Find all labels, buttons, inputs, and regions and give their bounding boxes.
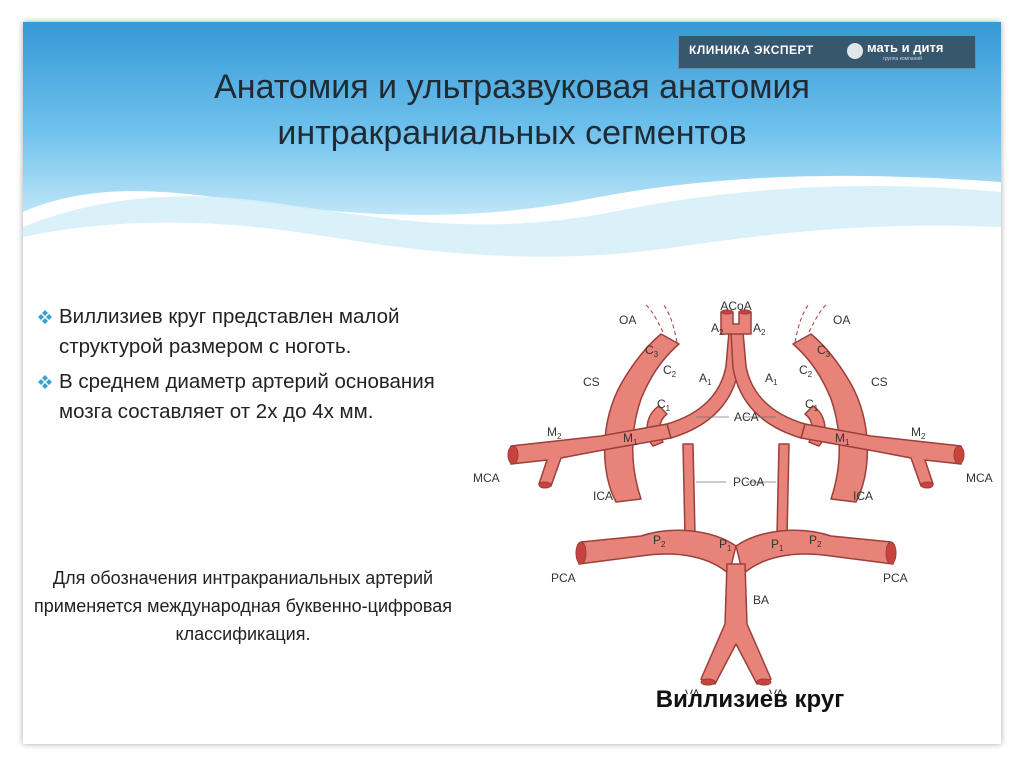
svg-text:P2: P2 [809,533,822,549]
logo-clinic-expert-text: КЛИНИКА ЭКСПЕРТ [689,43,814,57]
svg-text:M2: M2 [911,425,926,441]
oa-dashes [644,303,828,343]
svg-text:A1: A1 [765,371,778,387]
label-a2-right: A2 [753,321,766,337]
svg-text:C1: C1 [805,397,819,413]
header-background [23,22,1001,267]
clinic-logo: КЛИНИКА ЭКСПЕРТ мать и дитя группа компа… [678,35,976,69]
bullet-item: В среднем диаметр артерий основания мозг… [37,367,457,427]
label-lines [696,416,776,483]
label-p1-left: P1 [719,537,732,553]
label-m1-left: M1 [623,431,638,447]
label-c1-right: C1 [805,397,819,413]
diagram-caption: Виллизиев круг [655,686,845,713]
label-cs-left: CS [583,375,600,389]
label-c3-left: C3 [645,343,659,359]
vessel-openings [507,309,965,686]
label-va-right: VA [769,687,784,694]
logo-subtext: группа компаний [883,56,922,62]
label-m2-left: M2 [547,425,562,441]
label-c1-left: C1 [657,397,671,413]
label-mca-right: MCA [966,471,993,485]
circle-of-willis-diagram: ACoA OA OA CS CS MCA MCA ICA ICA ACA PCo… [473,299,993,694]
svg-text:C3: C3 [817,343,831,359]
left-a1-aca [666,331,742,439]
logo-flower-icon [847,43,863,59]
bullet-text: В среднем диаметр артерий основания мозг… [59,370,435,423]
vessels [510,311,962,685]
svg-text:A2: A2 [753,321,766,337]
label-acoa: ACoA [720,299,751,313]
label-p1-right: P1 [771,537,784,553]
label-p2-left: P2 [653,533,666,549]
label-p2-right: P2 [809,533,822,549]
label-mca-left: MCA [473,471,500,485]
label-oa-left: OA [619,313,636,327]
svg-text:C1: C1 [657,397,671,413]
label-oa-right: OA [833,313,850,327]
left-pcoa [682,443,696,537]
label-ica-right: ICA [853,489,873,503]
svg-text:P1: P1 [771,537,784,553]
label-a1-left: A1 [699,371,712,387]
diagram-labels: ACoA OA OA CS CS MCA MCA ICA ICA ACA PCo… [473,299,993,694]
label-pca-right: PCA [883,571,908,585]
bullet-item: Виллизиев круг представлен малой структу… [37,302,457,362]
bullet-list: Виллизиев круг представлен малой структу… [37,302,457,432]
svg-text:A1: A1 [699,371,712,387]
left-mca [510,423,672,487]
right-pcoa [776,443,790,537]
label-m2-right: M2 [911,425,926,441]
bullet-text: Виллизиев круг представлен малой структу… [59,305,400,358]
svg-text:M2: M2 [547,425,562,441]
label-c2-right: C2 [799,363,813,379]
label-va-left: VA [685,687,700,694]
svg-text:M1: M1 [623,431,638,447]
label-ica-left: ICA [593,489,613,503]
label-c2-left: C2 [663,363,677,379]
title-line-1: Анатомия и ультразвуковая анатомия [214,68,810,106]
svg-text:P2: P2 [653,533,666,549]
slide-title: Анатомия и ультразвуковая анатомия интра… [23,64,1001,156]
logo-mother-child-text: мать и дитя [867,40,944,55]
label-a1-right: A1 [765,371,778,387]
left-ica-siphon [603,333,680,503]
classification-note: Для обозначения интракраниальных артерий… [34,568,452,644]
svg-text:C2: C2 [799,363,813,379]
svg-text:A2: A2 [711,321,724,337]
svg-text:M1: M1 [835,431,850,447]
label-pcoa: PCoA [733,475,764,489]
right-ica-siphon [792,333,869,503]
diamond-bullet-icon [38,310,52,324]
svg-text:C3: C3 [645,343,659,359]
right-mca [800,423,962,487]
title-line-2: интракраниальных сегментов [277,114,747,152]
acoa-a2 [720,311,752,335]
label-ba: BA [753,593,769,607]
label-m1-right: M1 [835,431,850,447]
slide: КЛИНИКА ЭКСПЕРТ мать и дитя группа компа… [23,22,1001,744]
label-pca-left: PCA [551,571,576,585]
diamond-bullet-icon [38,375,52,389]
label-aca: ACA [734,410,759,424]
basilar-artery [700,563,772,685]
label-a2-left: A2 [711,321,724,337]
label-c3-right: C3 [817,343,831,359]
svg-text:C2: C2 [663,363,677,379]
svg-text:P1: P1 [719,537,732,553]
label-cs-right: CS [871,375,888,389]
